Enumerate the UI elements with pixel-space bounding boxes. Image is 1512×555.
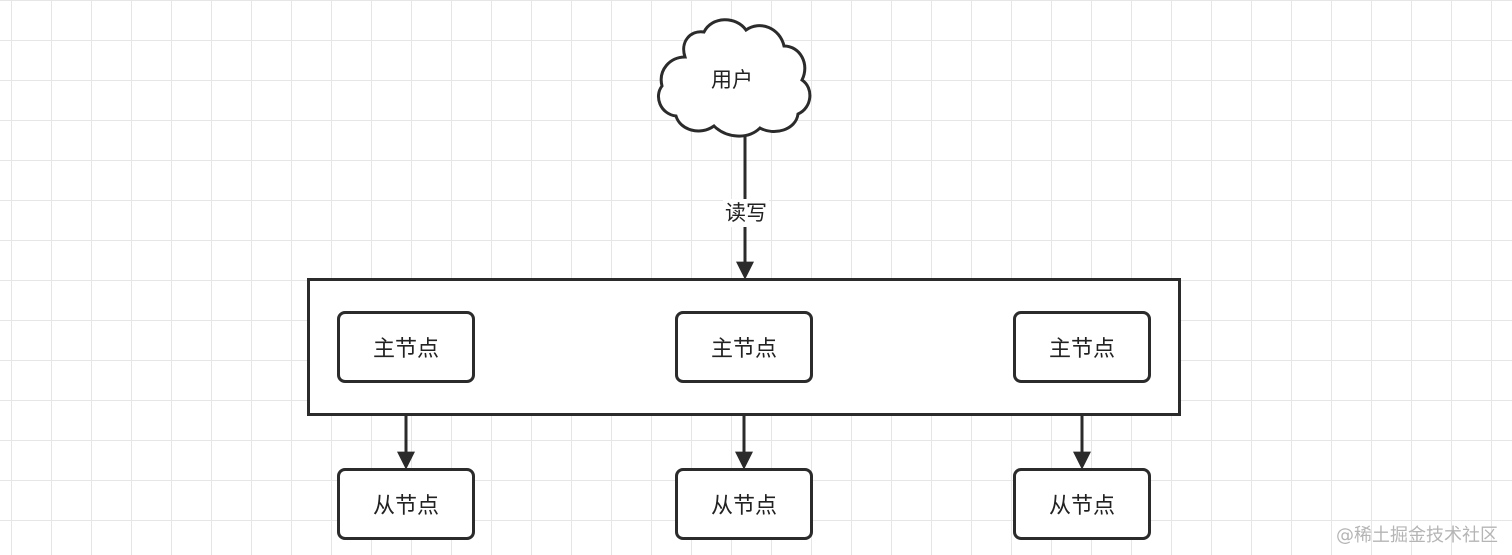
slave-node-label: 从节点 (1048, 494, 1115, 519)
user-cloud-label: 用户 (711, 68, 753, 92)
master-node-label: 主节点 (372, 337, 439, 362)
read-write-label: 读写 (723, 199, 769, 227)
slave-node-label: 从节点 (372, 494, 439, 519)
master-node-3: 主节点 (1013, 311, 1151, 383)
slave-node-label: 从节点 (710, 494, 777, 519)
slave-node-1: 从节点 (337, 468, 475, 540)
slave-node-3: 从节点 (1013, 468, 1151, 540)
master-node-1: 主节点 (337, 311, 475, 383)
master-node-2: 主节点 (675, 311, 813, 383)
master-node-label: 主节点 (1048, 337, 1115, 362)
watermark-text: @稀土掘金技术社区 (1336, 525, 1498, 546)
slave-node-2: 从节点 (675, 468, 813, 540)
cloud-shape (657, 18, 812, 138)
master-node-label: 主节点 (710, 337, 777, 362)
